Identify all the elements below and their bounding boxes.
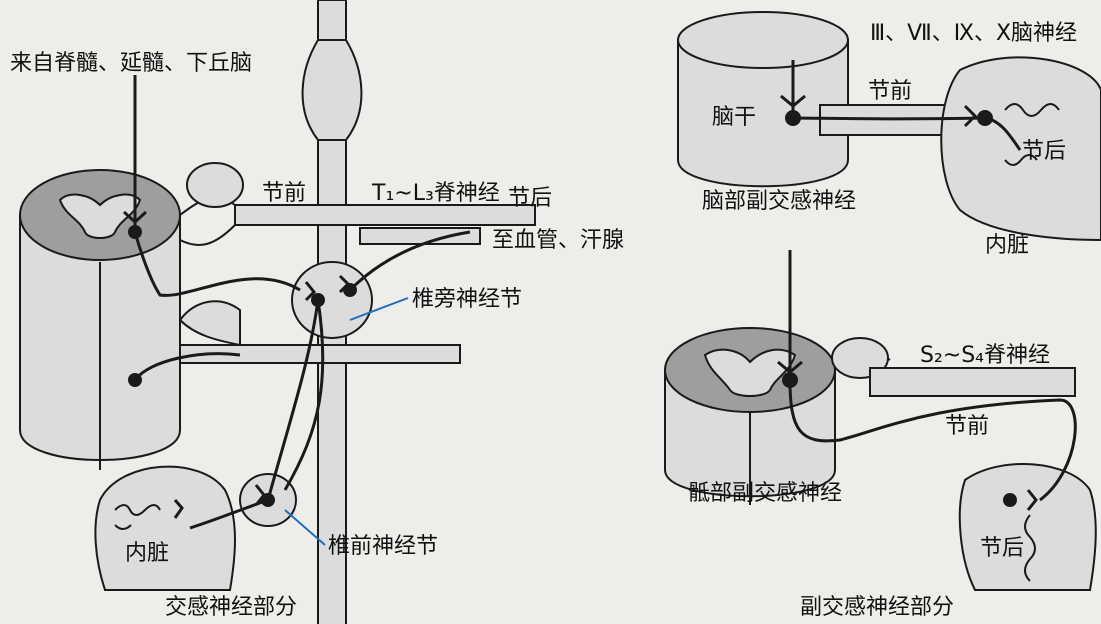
cranial-synapses xyxy=(780,94,978,128)
prevertebral-pointer xyxy=(284,509,326,546)
spinal-cord-block xyxy=(19,169,236,470)
parasympathetic-caption: 副交感神经部分 xyxy=(800,595,954,620)
cranial-postganglionic-label: 节后 xyxy=(1022,139,1066,164)
spinal-nerve-s2-s4-label: S₂~S₄脊神经 xyxy=(920,343,1050,368)
sympathetic-postganglionic-label: 节后 xyxy=(508,186,552,211)
sacral-viscera xyxy=(958,463,1097,591)
sacral-postganglionic-label: 节后 xyxy=(980,536,1024,561)
nerve-roots xyxy=(178,162,244,347)
cranial-neuron-bodies xyxy=(785,110,993,126)
brainstem-label: 脑干 xyxy=(712,105,756,130)
cranial-caption: 脑部副交感神经 xyxy=(702,189,856,214)
paravertebral-ganglion xyxy=(291,261,373,339)
source-label: 来自脊髓、延髓、下丘脑 xyxy=(10,51,252,76)
sacral-neuron-bodies xyxy=(782,372,1017,507)
cranial-viscera-label: 内脏 xyxy=(985,233,1029,258)
sympathetic-neuron-paths xyxy=(133,75,471,530)
cranial-viscera xyxy=(940,56,1101,242)
prevertebral-ganglion-label: 椎前神经节 xyxy=(328,534,438,559)
cranial-parasympathetic-section: Ⅲ、Ⅶ、Ⅸ、Ⅹ脑神经 脑干 节前 节后 脑部副交感神经 内脏 xyxy=(677,11,1101,258)
sympathetic-synapses xyxy=(122,210,351,519)
cranial-nerves-label: Ⅲ、Ⅶ、Ⅸ、Ⅹ脑神经 xyxy=(870,21,1077,46)
sympathetic-viscera-label: 内脏 xyxy=(125,541,169,566)
sympathetic-section: 来自脊髓、延髓、下丘脑 节前 T₁~L₃脊神经 节后 至血管、汗腺 椎旁神经节 … xyxy=(10,0,624,624)
sympathetic-viscera xyxy=(94,465,236,591)
paravertebral-ganglion-label: 椎旁神经节 xyxy=(412,287,522,312)
spinal-nerve-t1-l3-label: T₁~L₃脊神经 xyxy=(371,181,500,206)
sacral-preganglionic-label: 节前 xyxy=(945,414,989,439)
paravertebral-pointer xyxy=(349,297,409,321)
sacral-caption: 骶部副交感神经 xyxy=(688,481,842,506)
target-label: 至血管、汗腺 xyxy=(492,228,624,253)
sacral-nerve-band xyxy=(831,337,1076,397)
sacral-neuron-paths xyxy=(788,250,1077,502)
cranial-preganglionic-label: 节前 xyxy=(868,79,912,104)
brainstem-cylinder xyxy=(677,11,849,188)
sympathetic-neuron-bodies xyxy=(128,225,357,507)
sympathetic-caption: 交感神经部分 xyxy=(165,595,297,620)
sympathetic-preganglionic-label: 节前 xyxy=(262,181,306,206)
sacral-parasympathetic-section: S₂~S₄脊神经 节前 骶部副交感神经 节后 xyxy=(664,250,1097,591)
sacral-synapses xyxy=(777,360,1038,511)
